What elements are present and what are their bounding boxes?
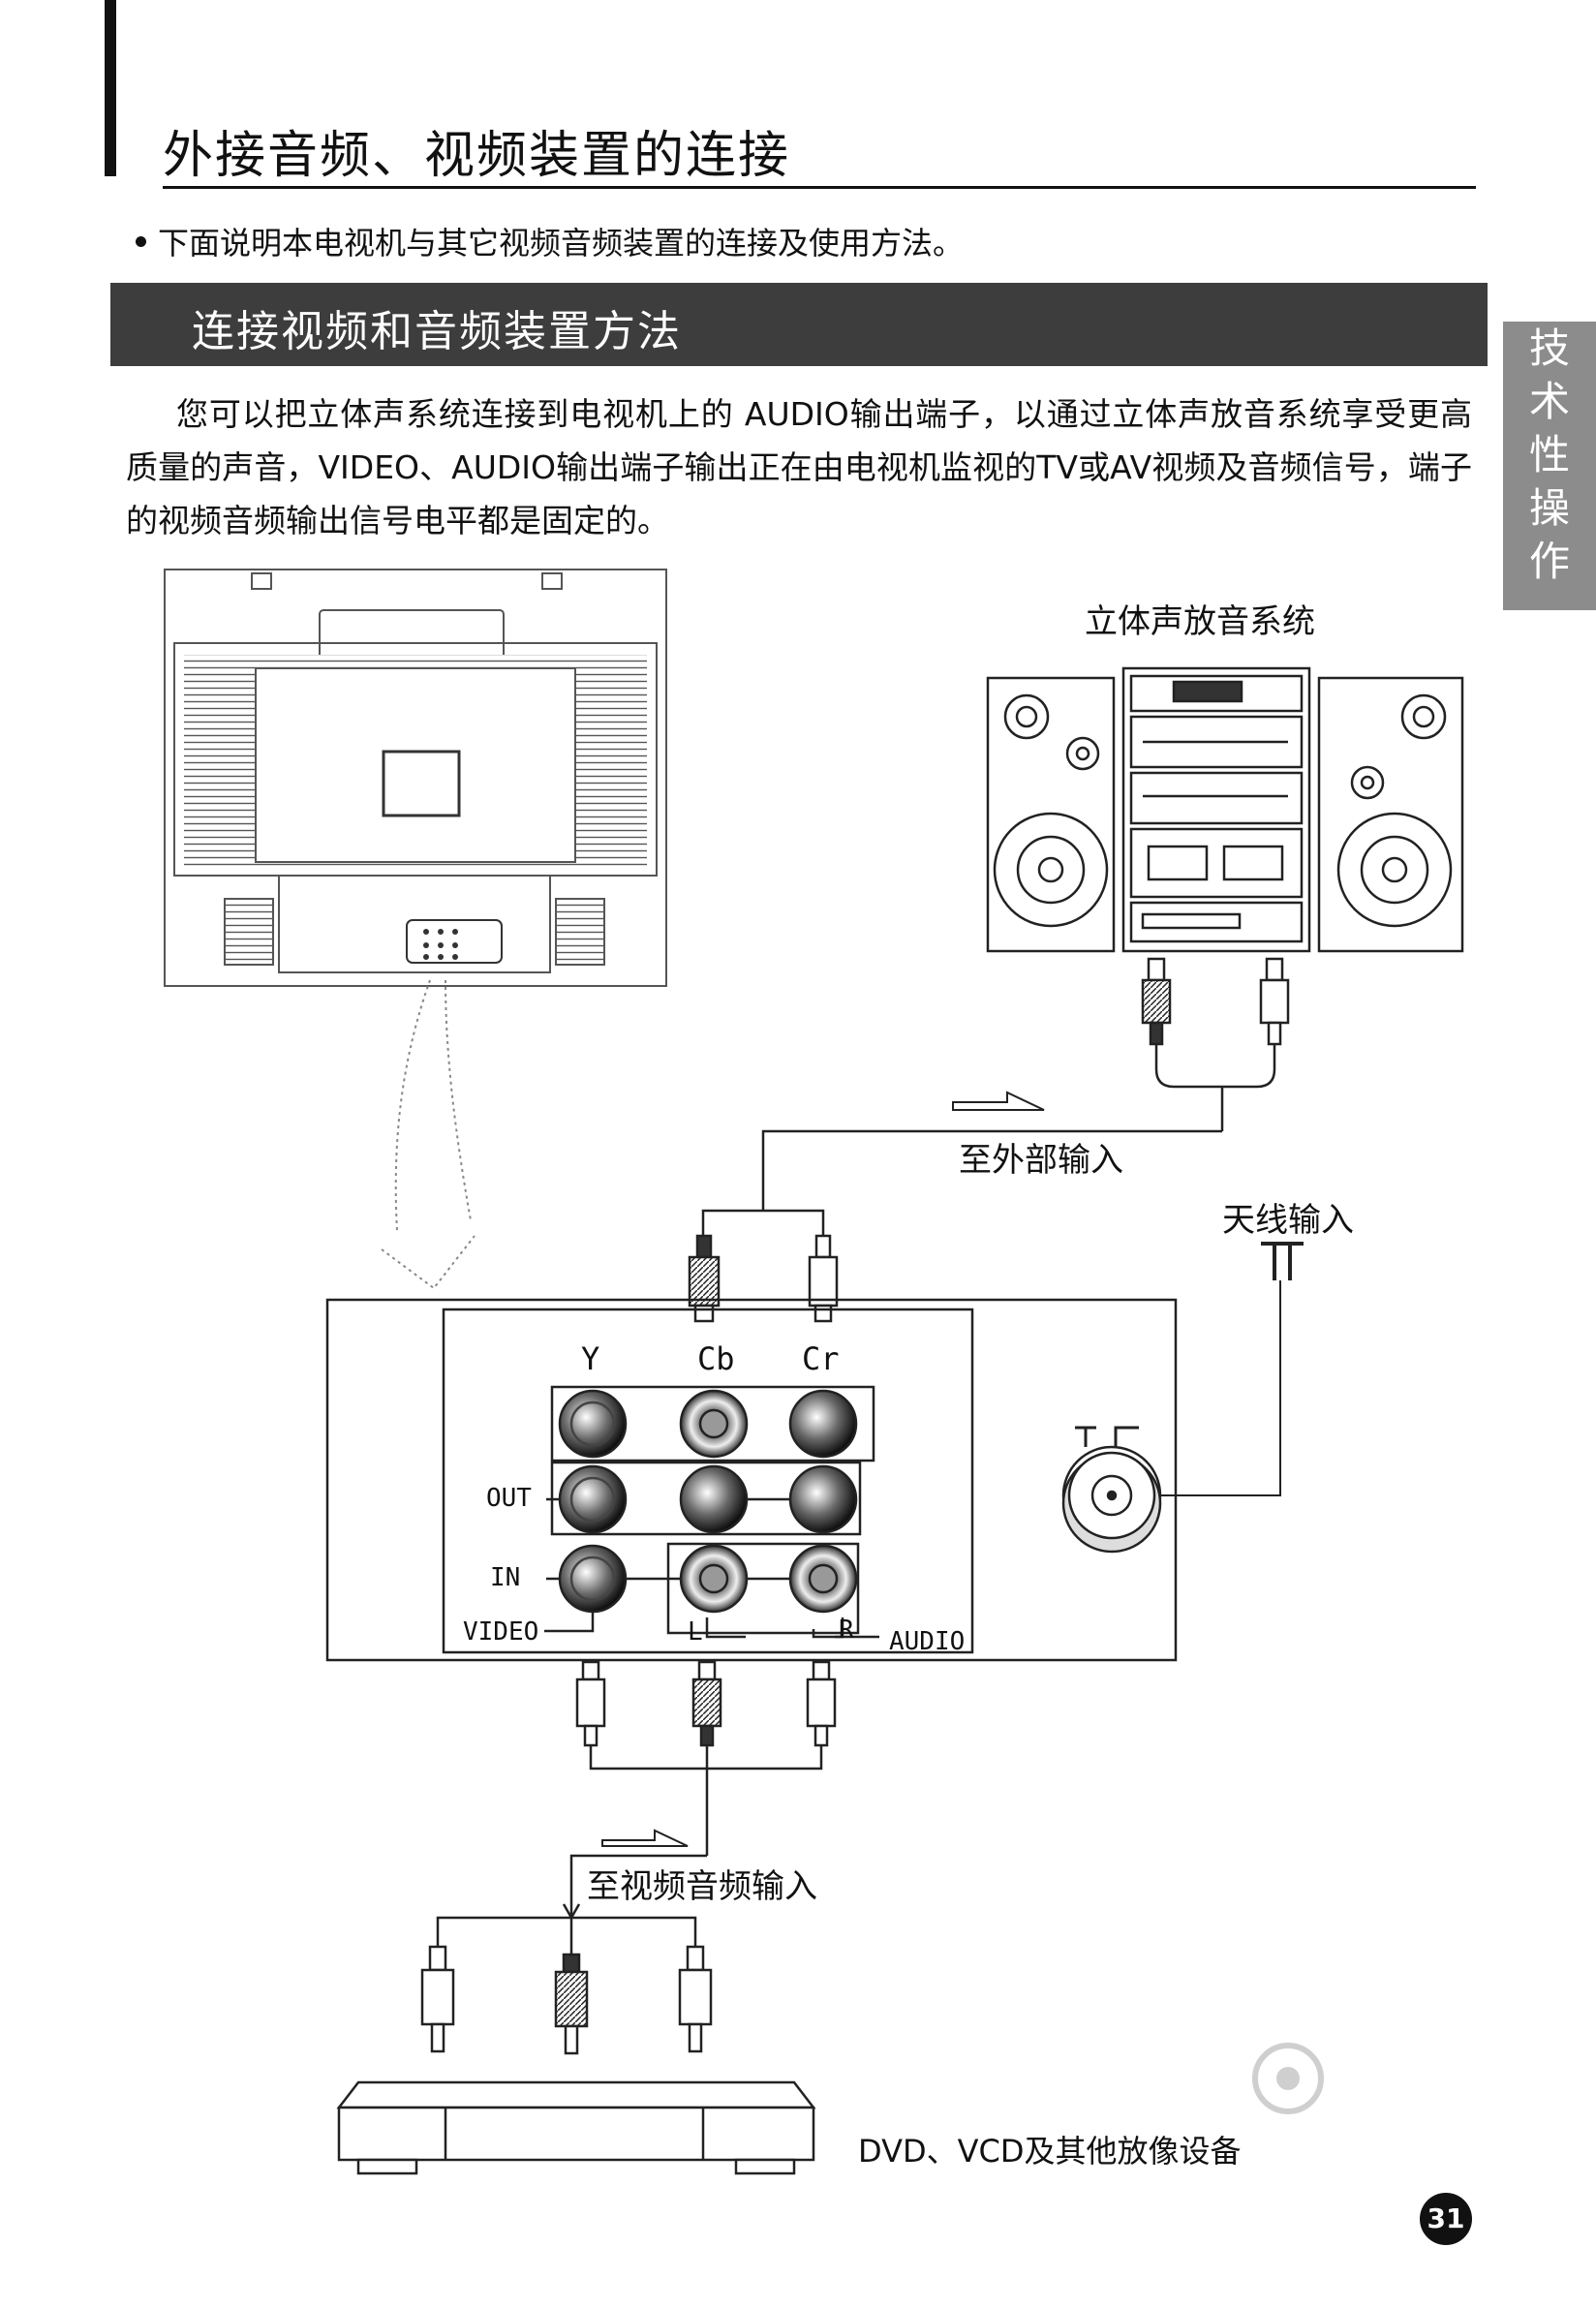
panel-cr-label: Cr xyxy=(802,1340,840,1377)
stereo-plugs xyxy=(761,957,1290,1211)
side-tab-char: 技 xyxy=(1528,324,1570,372)
side-tab-char: 性 xyxy=(1528,431,1570,478)
antenna-input-label: 天线输入 xyxy=(1222,1201,1354,1240)
panel-y-label: Y xyxy=(581,1340,600,1377)
antenna-symbol xyxy=(1160,1242,1304,1496)
side-tab: 技 术 性 操 作 xyxy=(1503,322,1596,610)
to-external-label: 至外部输入 xyxy=(959,1141,1123,1180)
panel-in-label: IN xyxy=(490,1563,521,1592)
panel-video-label: VIDEO xyxy=(463,1617,539,1647)
title-rule xyxy=(163,186,1476,189)
to-av-input-label: 至视频音频输入 xyxy=(587,1867,817,1906)
av-panel xyxy=(325,1298,1178,1662)
page-title: 外接音频、视频装置的连接 xyxy=(163,127,791,185)
panel-l-label: L xyxy=(688,1617,703,1647)
panel-top-plugs xyxy=(688,1209,839,1323)
intro-bullet: 下面说明本电视机与其它视频音频装置的连接及使用方法。 xyxy=(136,219,964,263)
page-number: 31 xyxy=(1420,2193,1472,2245)
stereo-label: 立体声放音系统 xyxy=(1085,602,1315,641)
panel-audio-label: AUDIO xyxy=(889,1627,966,1656)
zoom-arrow xyxy=(381,979,476,1290)
side-tab-char: 操 xyxy=(1528,484,1570,532)
body-paragraph: 您可以把立体声系统连接到电视机上的 AUDIO输出端子，以通过立体声放音系统享受… xyxy=(126,387,1472,547)
device-label: DVD、VCD及其他放像设备 xyxy=(858,2133,1242,2170)
panel-bottom-plugs xyxy=(569,1660,837,1918)
dvd-player xyxy=(336,2080,816,2175)
panel-out-label: OUT xyxy=(486,1484,532,1513)
paragraph-text: 您可以把立体声系统连接到电视机上的 AUDIO输出端子，以通过立体声放音系统享受… xyxy=(126,395,1472,539)
section-band xyxy=(110,283,1488,366)
dvd-plugs xyxy=(420,1903,713,2055)
panel-cb-label: Cb xyxy=(697,1340,735,1377)
tv-rear-view xyxy=(164,569,667,987)
stereo-system xyxy=(986,666,1464,953)
panel-r-label: R xyxy=(839,1616,854,1645)
to-av-arrow xyxy=(601,1829,689,1847)
side-tab-char: 术 xyxy=(1528,378,1570,425)
side-tab-char: 作 xyxy=(1528,538,1570,585)
bullet-icon xyxy=(136,235,146,247)
to-external-arrow xyxy=(952,1091,1045,1111)
watermark-logo xyxy=(1252,2043,1324,2114)
section-title: 连接视频和音频装置方法 xyxy=(192,307,682,356)
header-bar xyxy=(105,0,116,176)
intro-text: 下面说明本电视机与其它视频音频装置的连接及使用方法。 xyxy=(158,225,965,262)
